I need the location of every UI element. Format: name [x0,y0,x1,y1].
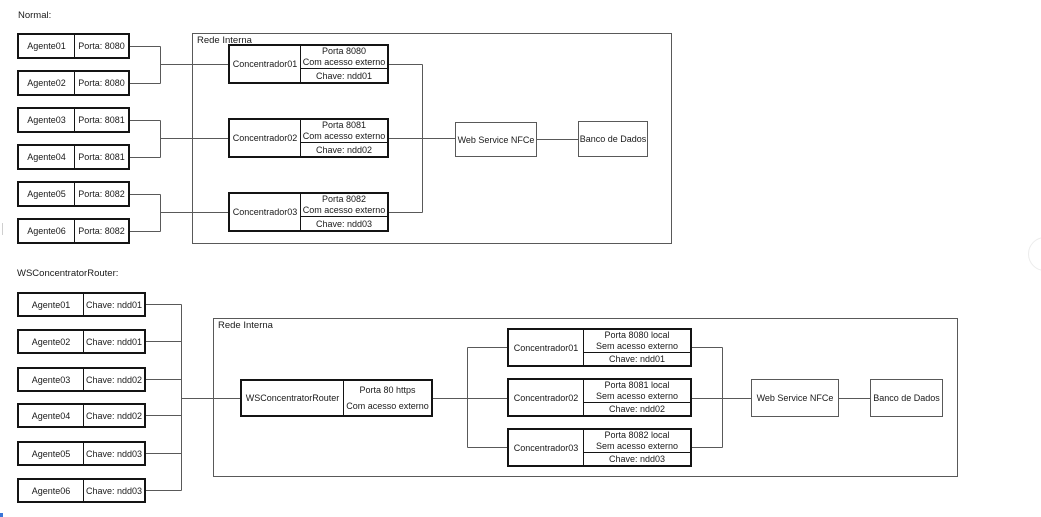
concentrator-access: Com acesso externo [302,205,386,215]
agent-key: Chave: ndd02 [85,410,143,421]
agent-name: Agente02 [19,72,75,94]
router-access: Com acesso externo [346,400,429,411]
agent-key: Chave: ndd01 [85,336,143,347]
left-edge-artifact [0,223,3,235]
agent-name: Agente03 [19,369,84,390]
concentrator-port: Porta 8080 [321,46,367,56]
agent-name: Agente02 [19,331,84,352]
agent-name: Agente04 [19,405,84,426]
agent-name: Agente01 [19,294,84,315]
rede-interna-label-top: Rede Interna [197,35,252,46]
concentrator-key: Chave: ndd01 [301,68,387,82]
agent-node: Agente02 Porta: 8080 [17,70,130,96]
concentrator-access: Com acesso externo [302,57,386,67]
agent-port: Porta: 8081 [78,115,125,125]
concentrator-name: Concentrador01 [230,46,301,82]
concentrator-access: Com acesso externo [302,131,386,141]
agent-key: Chave: ndd03 [85,448,143,459]
concentrator-port: Porta 8081 [321,120,367,130]
agent-node: Agente04 Porta: 8081 [17,144,130,170]
concentrator-port: Porta 8080 local [604,330,670,340]
rede-interna-container-bottom: Rede Interna [213,318,958,477]
concentrator-node: Concentrador02 Porta 8081 local Sem aces… [507,378,692,417]
concentrator-port: Porta 8081 local [604,380,670,390]
agent-node: Agente06 Chave: ndd03 [17,478,146,503]
agent-name: Agente06 [19,220,75,242]
agent-key: Chave: ndd03 [85,485,143,496]
agent-node: Agente01 Chave: ndd01 [17,292,146,317]
agent-node: Agente02 Chave: ndd01 [17,329,146,354]
agent-port: Porta: 8080 [78,78,125,88]
concentrator-node: Concentrador02 Porta 8081 Com acesso ext… [228,118,389,158]
agent-node: Agente05 Chave: ndd03 [17,441,146,466]
agent-node: Agente03 Porta: 8081 [17,107,130,133]
database-node: Banco de Dados [870,379,943,417]
agent-port: Porta: 8082 [78,226,125,236]
agent-name: Agente05 [19,443,84,464]
agent-port: Porta: 8080 [78,41,125,51]
agent-node: Agente05 Porta: 8082 [17,181,130,207]
section-title-wsrouter: WSConcentratorRouter: [17,268,119,279]
concentrator-name: Concentrador02 [230,120,301,156]
concentrator-port: Porta 8082 local [604,430,670,440]
agent-node: Agente01 Porta: 8080 [17,33,130,59]
section-title-normal: Normal: [18,10,52,21]
concentrator-node: Concentrador01 Porta 8080 local Sem aces… [507,328,692,367]
router-name: WSConcentratorRouter [242,381,344,415]
agent-port: Porta: 8082 [78,189,125,199]
corner-mark-artifact [0,513,3,517]
agent-node: Agente03 Chave: ndd02 [17,367,146,392]
concentrator-node: Concentrador03 Porta 8082 local Sem aces… [507,428,692,467]
concentrator-name: Concentrador03 [230,194,301,230]
concentrator-key: Chave: ndd03 [301,216,387,230]
agent-name: Agente05 [19,183,75,205]
agent-key: Chave: ndd01 [85,299,143,310]
concentrator-key: Chave: ndd01 [584,352,690,365]
concentrator-name: Concentrador02 [509,380,584,415]
concentrator-name: Concentrador01 [509,330,584,365]
web-service-node: Web Service NFCe [455,122,537,157]
agent-key: Chave: ndd02 [85,374,143,385]
agent-node: Agente06 Porta: 8082 [17,218,130,244]
agent-name: Agente04 [19,146,75,168]
agent-node: Agente04 Chave: ndd02 [17,403,146,428]
concentrator-name: Concentrador03 [509,430,584,465]
concentrator-key: Chave: ndd02 [584,402,690,415]
agent-name: Agente01 [19,35,75,57]
concentrator-access: Sem acesso externo [595,341,679,351]
concentrator-access: Sem acesso externo [595,441,679,451]
web-service-node: Web Service NFCe [751,379,839,417]
rede-interna-label-bottom: Rede Interna [218,320,273,331]
concentrator-port: Porta 8082 [321,194,367,204]
concentrator-node: Concentrador03 Porta 8082 Com acesso ext… [228,192,389,232]
concentrator-node: Concentrador01 Porta 8080 Com acesso ext… [228,44,389,84]
wsconcentratorrouter-node: WSConcentratorRouter Porta 80 https Com … [240,379,433,417]
agent-port: Porta: 8081 [78,152,125,162]
database-node: Banco de Dados [578,121,648,157]
agent-name: Agente03 [19,109,75,131]
concentrator-key: Chave: ndd02 [301,142,387,156]
concentrator-access: Sem acesso externo [595,391,679,401]
router-port: Porta 80 https [359,385,416,396]
agent-name: Agente06 [19,480,84,501]
concentrator-key: Chave: ndd03 [584,452,690,465]
